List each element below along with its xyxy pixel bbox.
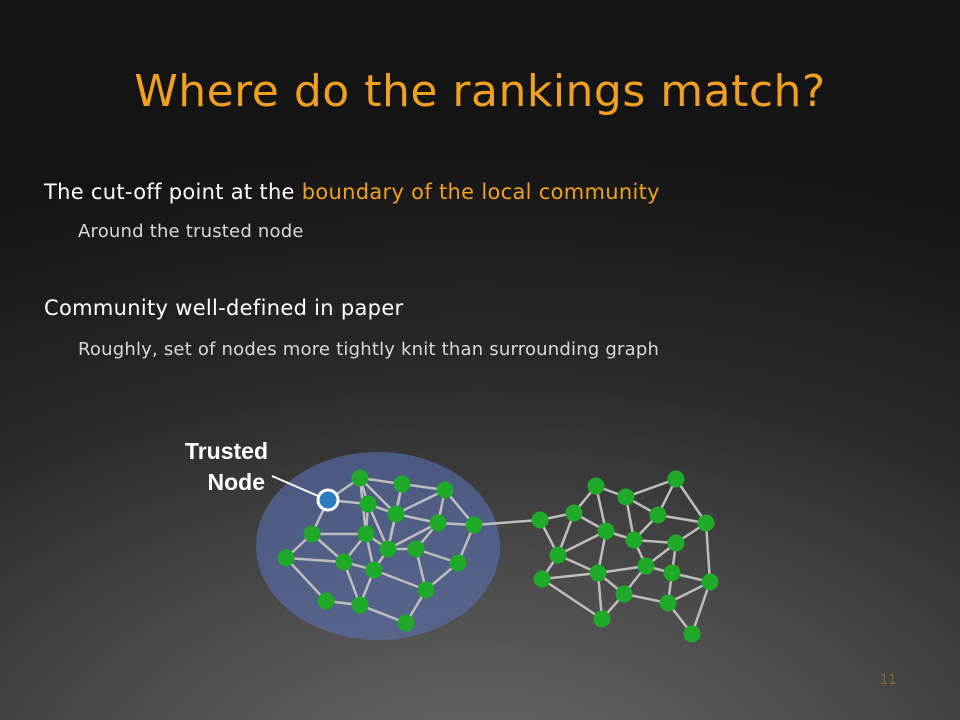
trusted-node-label-line1: Trusted <box>185 438 268 464</box>
graph-nodes <box>277 469 719 643</box>
graph-node <box>697 514 715 532</box>
graph-edge <box>704 522 712 583</box>
trusted-node-pointer <box>271 475 319 497</box>
graph-node <box>565 504 583 522</box>
graph-node <box>351 469 369 487</box>
graph-node <box>449 554 467 572</box>
graph-node <box>359 495 377 513</box>
trusted-node <box>316 488 340 512</box>
graph-node <box>387 505 405 523</box>
graph-node <box>701 573 719 591</box>
graph-edge <box>690 581 712 635</box>
graph-node <box>465 516 483 534</box>
graph-node <box>597 522 615 540</box>
graph-node <box>637 557 655 575</box>
graph-node <box>649 506 667 524</box>
graph-edge <box>395 488 446 516</box>
graph-node <box>683 625 701 643</box>
graph-node <box>393 475 411 493</box>
bullet-2: Community well-defined in paper <box>44 296 404 320</box>
graph-node <box>593 610 611 628</box>
graph-node <box>659 594 677 612</box>
graph-edge <box>473 518 541 527</box>
graph-node <box>667 534 685 552</box>
graph-node <box>397 614 415 632</box>
trusted-node-label-line2: Node <box>208 469 266 495</box>
graph-node <box>549 546 567 564</box>
bullet-1-sub: Around the trusted node <box>78 221 304 242</box>
graph-edge <box>557 529 607 557</box>
graph-node <box>407 540 425 558</box>
graph-node <box>365 561 383 579</box>
graph-node <box>667 470 685 488</box>
graph-node <box>617 488 635 506</box>
graph-edge <box>541 571 599 581</box>
graph-edge <box>625 477 677 499</box>
graph-node <box>436 481 454 499</box>
bullet-2-sub: Roughly, set of nodes more tightly knit … <box>78 339 660 360</box>
bullet-1-text: The cut-off point at the <box>44 180 302 204</box>
graph-edge <box>285 557 327 602</box>
graph-edge <box>373 568 427 592</box>
graph-node <box>531 511 549 529</box>
graph-edge <box>285 556 345 564</box>
bullet-1: The cut-off point at the boundary of the… <box>44 180 660 204</box>
graph-node <box>587 477 605 495</box>
graph-node <box>533 570 551 588</box>
graph-node <box>351 596 369 614</box>
graph-node <box>357 525 375 543</box>
bullet-1-highlight: boundary of the local community <box>301 180 660 204</box>
graph-node <box>317 592 335 610</box>
graph-node <box>589 564 607 582</box>
graph-edge <box>541 577 603 621</box>
page-number: 11 <box>880 673 897 688</box>
graph-node <box>417 581 435 599</box>
slide-title: Where do the rankings match? <box>134 66 826 117</box>
graph-edge <box>674 478 708 524</box>
graph-node <box>277 549 295 567</box>
graph-edge <box>387 521 439 551</box>
graph-node <box>615 585 633 603</box>
graph-node <box>335 553 353 571</box>
graph-node <box>429 514 447 532</box>
graph-node <box>625 531 643 549</box>
graph-node <box>303 525 321 543</box>
graph-node <box>379 540 397 558</box>
graph-node <box>663 564 681 582</box>
